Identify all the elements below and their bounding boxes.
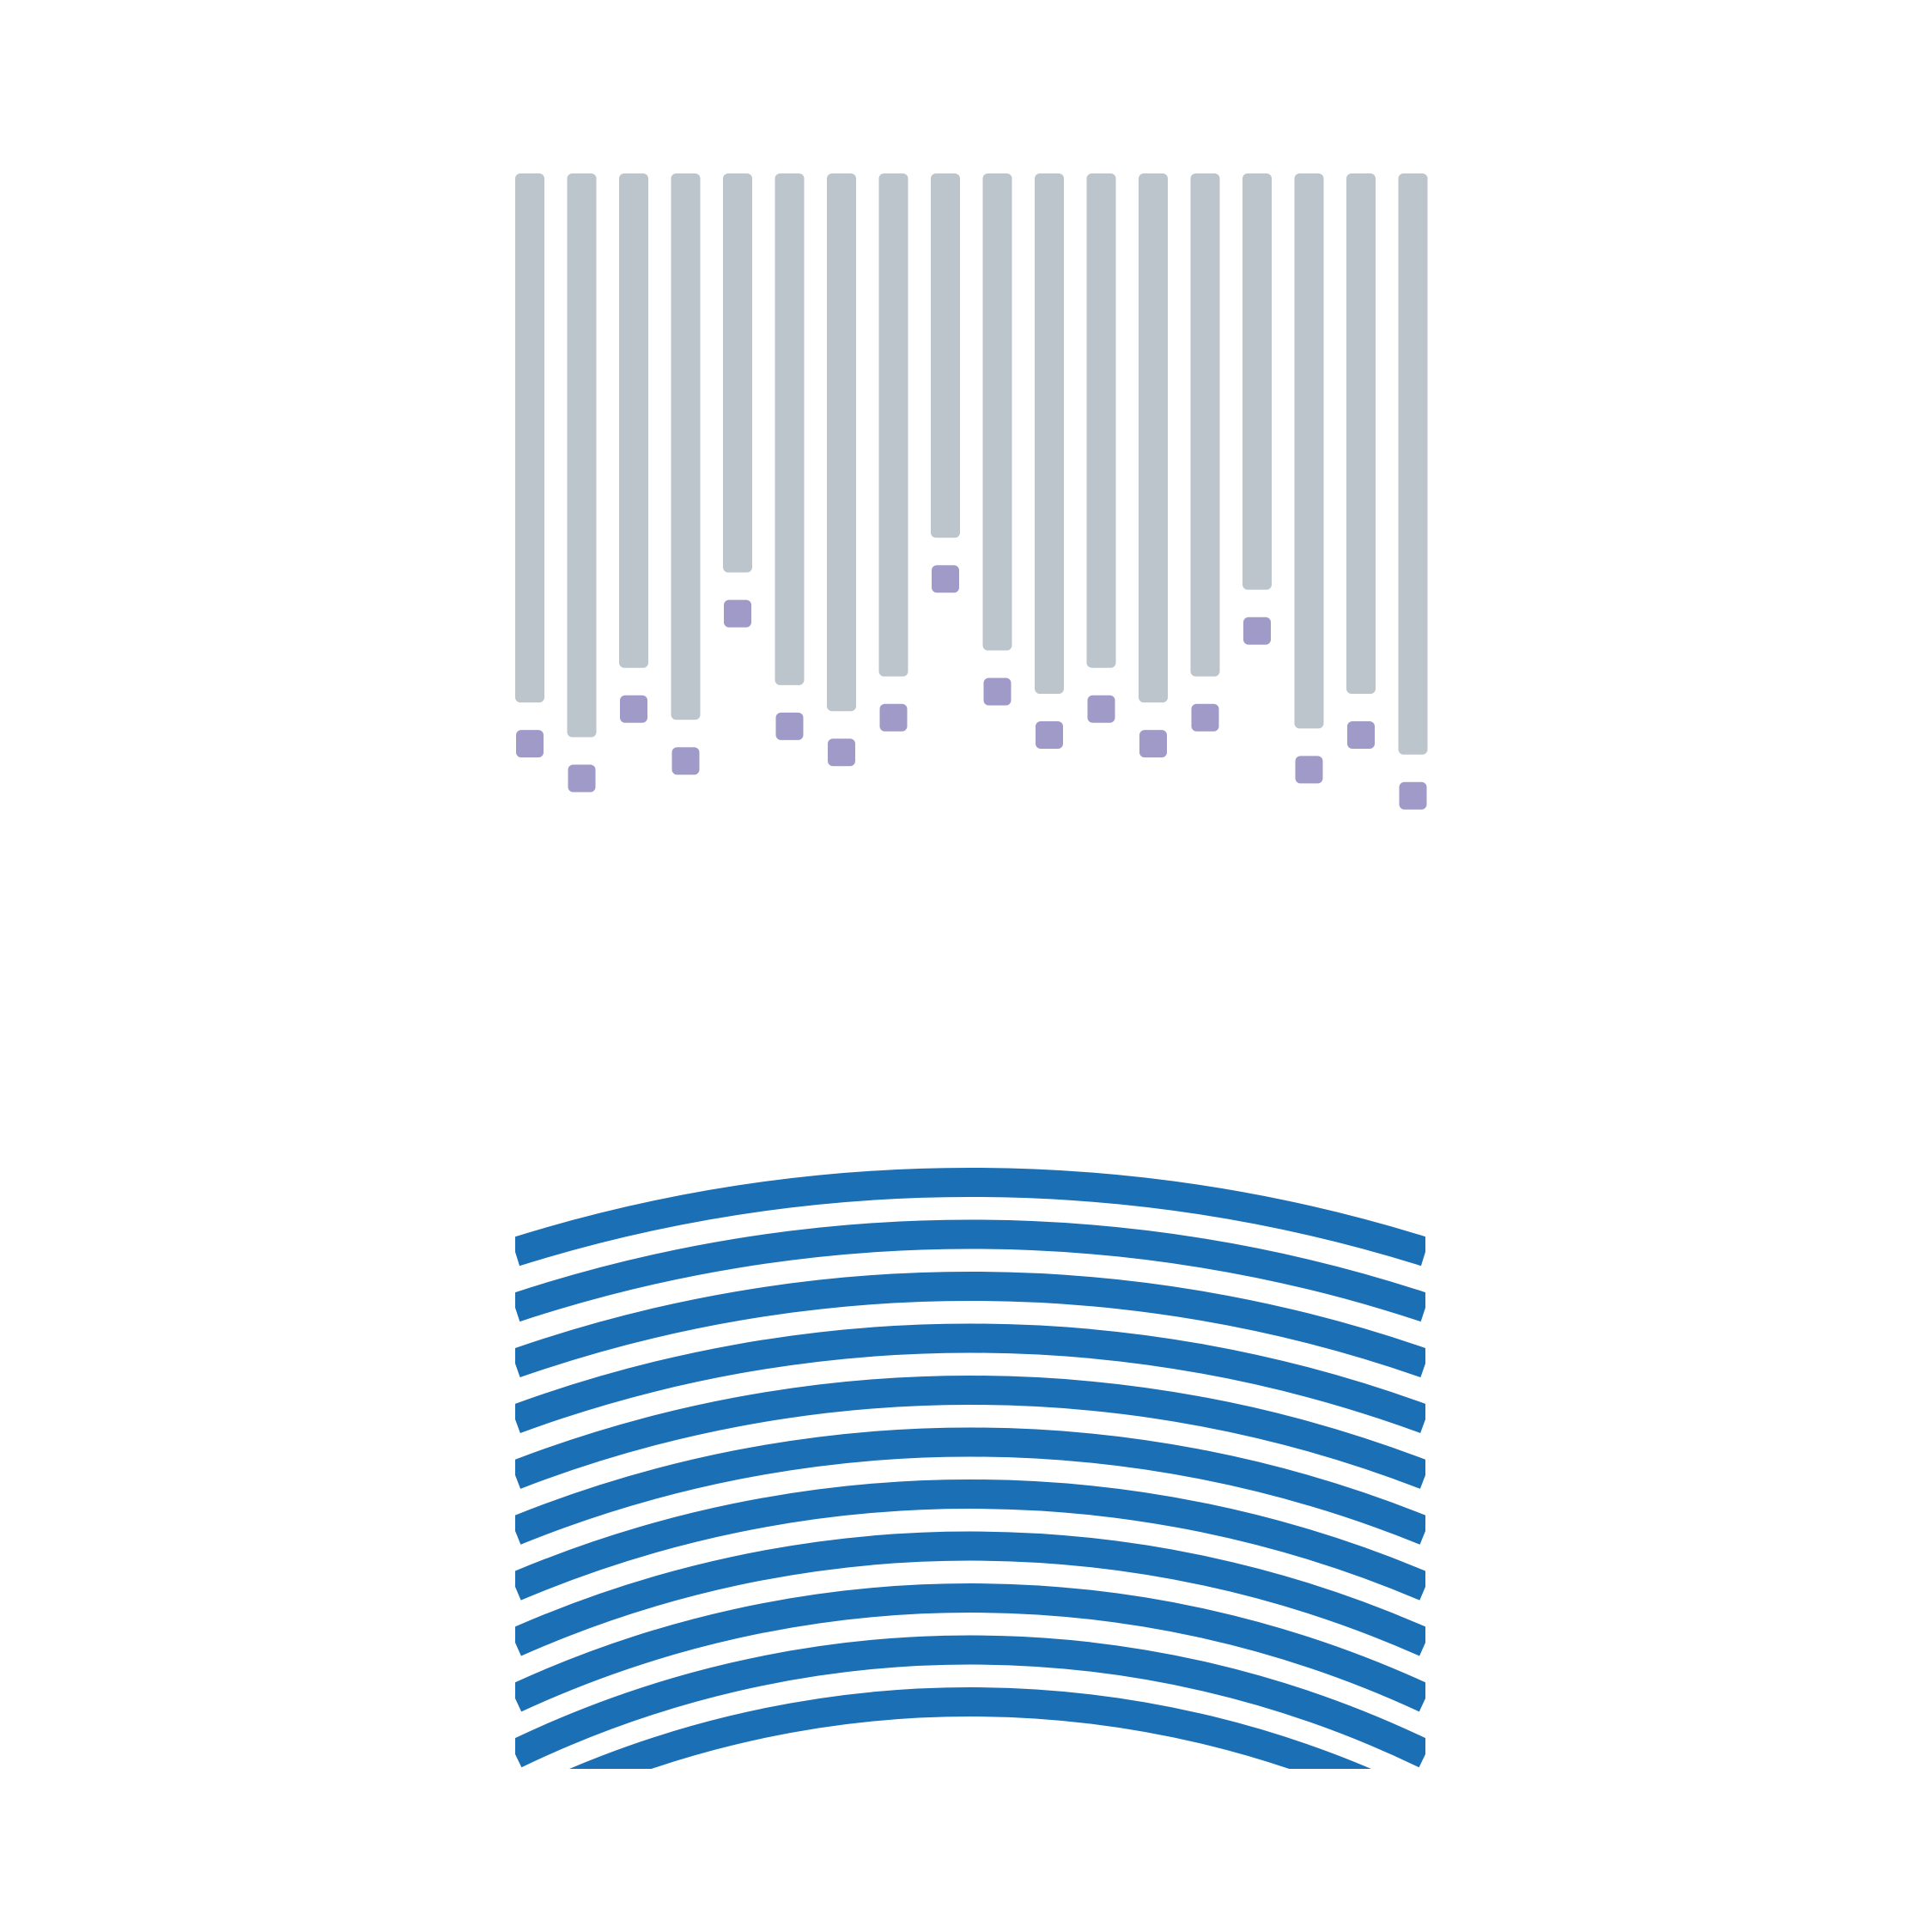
drop (879, 703, 908, 732)
bar (567, 173, 597, 738)
drop (983, 677, 1012, 706)
drop (1087, 695, 1115, 723)
bar (723, 173, 752, 573)
drop (828, 738, 855, 767)
bar (1242, 173, 1272, 590)
bar-group (515, 173, 1428, 755)
wave-arc (515, 1323, 1425, 1433)
wave-arc (515, 1168, 1425, 1267)
bar (931, 173, 960, 538)
drop (1243, 617, 1271, 645)
drop (932, 565, 959, 593)
drop (1036, 721, 1063, 749)
wave-arc (515, 1479, 1425, 1601)
bar (1139, 173, 1168, 703)
drop (1191, 703, 1219, 732)
bar (671, 173, 701, 720)
wave-arc (515, 1376, 1425, 1489)
bar (1190, 173, 1220, 677)
bar (515, 173, 544, 703)
bar (1086, 173, 1116, 668)
bar (1398, 173, 1428, 755)
wave-arc (515, 1219, 1425, 1322)
bar (775, 173, 805, 685)
wave-arc (515, 1272, 1425, 1378)
bar (827, 173, 856, 712)
drop (1347, 721, 1375, 749)
wave-arc (515, 1427, 1425, 1545)
wave-arc (515, 1635, 1425, 1768)
drop (620, 695, 647, 723)
wave-arc (515, 1583, 1425, 1712)
wave-group (515, 1168, 1425, 1769)
wave-arc (515, 1531, 1425, 1656)
drop (568, 764, 596, 793)
drop (724, 599, 751, 628)
drop (671, 747, 700, 775)
drop (1139, 730, 1167, 758)
drop (1295, 756, 1323, 784)
wave-arc (569, 1687, 1371, 1769)
bar (1035, 173, 1064, 694)
bar (982, 173, 1012, 651)
bar (1294, 173, 1324, 729)
drop (775, 712, 804, 740)
bar (619, 173, 648, 668)
drop (516, 730, 544, 758)
bar (1346, 173, 1376, 694)
drop-group (516, 565, 1427, 810)
bar (878, 173, 908, 677)
drop (1399, 781, 1427, 810)
